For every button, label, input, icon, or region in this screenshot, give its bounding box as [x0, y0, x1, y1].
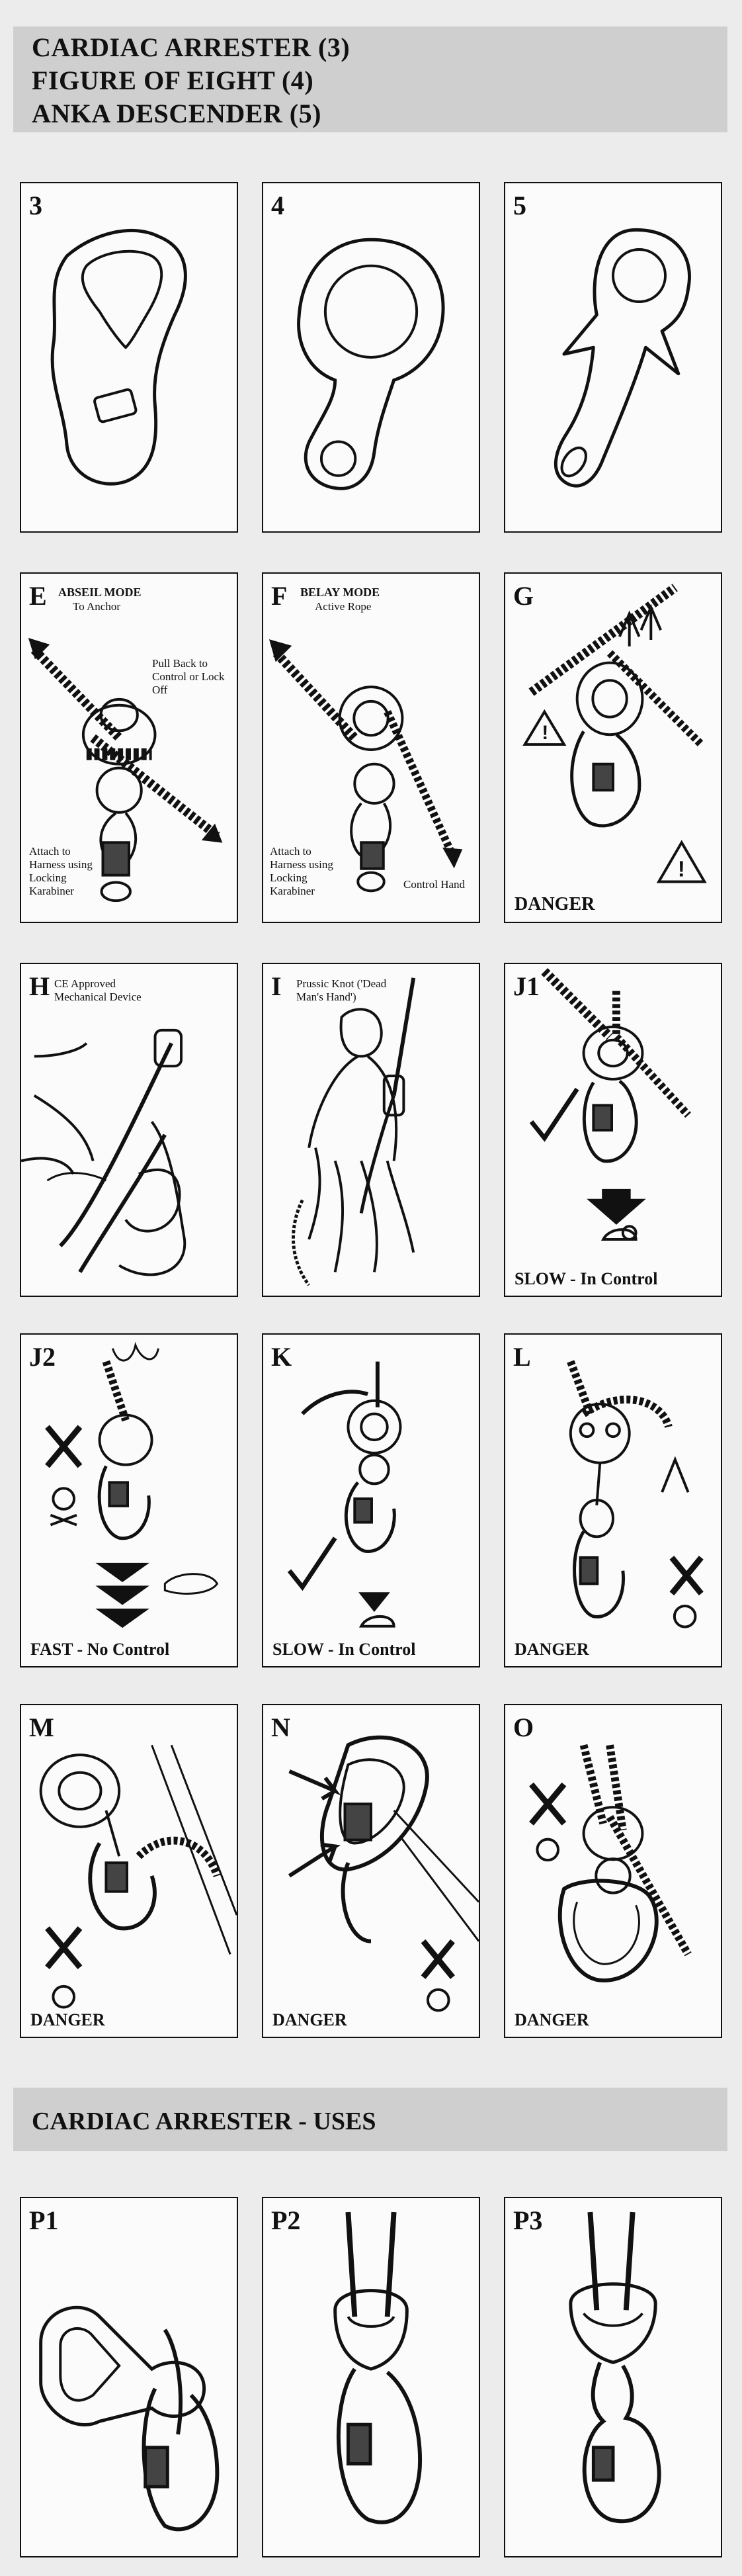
panel-caption: DANGER [272, 2010, 347, 2029]
panel-label: G [513, 581, 534, 611]
cardiac-arrester-drawing [50, 228, 187, 486]
mode-subtitle: To Anchor [73, 600, 120, 613]
header-line-1: CARDIAC ARRESTER (3) [32, 32, 350, 62]
panel-label: E [29, 581, 47, 611]
girth-hitched-rope-drawing [567, 1360, 704, 1628]
panel-5-anka-descender: 5 [504, 182, 722, 533]
panel-label: J2 [29, 1342, 56, 1372]
panel-caption: SLOW - In Control [272, 1640, 416, 1659]
panel-p1: P1 [20, 2197, 238, 2557]
panel-label: H [29, 971, 50, 1001]
panel-l-danger: L DANGER [504, 1333, 722, 1667]
panel-label: P2 [271, 2205, 301, 2235]
prussic-knot-drawing [292, 977, 416, 1286]
belay-mode-drawing [268, 639, 463, 893]
cardiac-arrester-use-1-drawing [39, 2305, 220, 2532]
section-band [13, 2088, 727, 2151]
slow-descent-drawing [529, 968, 691, 1241]
panel-label: 5 [513, 191, 526, 220]
loaded-sideways-drawing [39, 1744, 237, 2009]
panel-caption: FAST - No Control [30, 1640, 170, 1659]
panel-label: O [513, 1712, 534, 1742]
panel-label: I [271, 971, 282, 1001]
panel-k-slow-in-control: K SLOW - In Control [262, 1333, 480, 1667]
panel-j2-fast-no-control: J2 FAST - No Control [20, 1333, 238, 1667]
panel-label: P3 [513, 2205, 543, 2235]
panel-label: L [513, 1342, 531, 1372]
mode-title: ABSEIL MODE [58, 586, 142, 599]
panel-label: N [271, 1712, 290, 1742]
panel-p2: P2 [262, 2197, 480, 2557]
panel-h-mechanical-device: H CE Approved Mechanical Device [20, 963, 238, 1297]
panel-caption: DANGER [30, 2010, 105, 2029]
fast-descent-drawing [45, 1341, 219, 1628]
panel-f-belay-mode: F BELAY MODE Active Rope Attach to Harne… [262, 572, 480, 923]
panel-label: J1 [513, 971, 540, 1001]
figure-of-eight-drawing [297, 238, 445, 490]
panel-n-danger: N DANGER [262, 1704, 480, 2038]
panel-label: M [29, 1712, 54, 1742]
incorrect-threading-drawing: ! ! [522, 584, 707, 883]
panel-label: F [271, 581, 288, 611]
panel-j1-slow-in-control: J1 SLOW - In Control [504, 963, 722, 1297]
panel-caption: SLOW - In Control [515, 1269, 658, 1288]
abseil-mode-drawing [28, 638, 223, 903]
harness-note: Attach to Harness using Locking Karabine… [29, 845, 93, 897]
control-hand-note: Control Hand [403, 878, 466, 891]
panel-m-danger: M DANGER [20, 1704, 238, 2038]
panel-o-danger: O DANGER [504, 1704, 722, 2038]
device-note: CE Approved Mechanical Device [54, 977, 142, 1003]
panel-i-prussic-knot: I Prussic Knot ('Dead Man's Hand') [262, 963, 480, 1297]
panel-g-danger: ! ! G DANGER [504, 572, 722, 923]
anka-descender-drawing [554, 228, 691, 488]
section-title: CARDIAC ARRESTER - USES [32, 2108, 376, 2135]
panel-label: K [271, 1342, 292, 1372]
panel-caption: DANGER [515, 2010, 589, 2029]
panel-3-cardiac-arrester: 3 [20, 182, 238, 533]
panel-e-abseil-mode: E ABSEIL MODE To Anchor Pull Back to Con… [20, 572, 238, 923]
cardiac-arrester-use-2-drawing [333, 2211, 423, 2524]
panel-caption: DANGER [515, 894, 595, 914]
panel-caption: DANGER [515, 1640, 589, 1659]
panel-4-figure-of-eight: 4 [262, 182, 480, 533]
mechanical-device-drawing [21, 1028, 186, 1276]
cardiac-arrester-use-3-drawing [569, 2211, 661, 2524]
cross-loaded-drawing [529, 1744, 692, 1982]
svg-text:!: ! [542, 722, 548, 744]
header-line-2: FIGURE OF EIGHT (4) [32, 66, 314, 95]
prussic-note: Prussic Knot ('Dead Man's Hand') [296, 977, 387, 1003]
panel-label: 4 [271, 191, 284, 220]
header-band [13, 26, 727, 132]
mode-title: BELAY MODE [300, 586, 380, 599]
svg-text:!: ! [678, 858, 685, 882]
panel-p3-use: P3 [504, 2197, 722, 2557]
mode-subtitle: Active Rope [315, 600, 372, 613]
panel-label: P1 [29, 2205, 59, 2235]
figure-eight-in-use-drawing [287, 1361, 402, 1628]
panel-label: 3 [29, 191, 42, 220]
control-note: Pull Back to Control or Lock Off [152, 657, 225, 696]
header-line-3: ANKA DESCENDER (5) [32, 99, 321, 128]
gate-loaded-drawing [288, 1735, 479, 2012]
harness-note: Attach to Harness using Locking Karabine… [270, 845, 333, 897]
